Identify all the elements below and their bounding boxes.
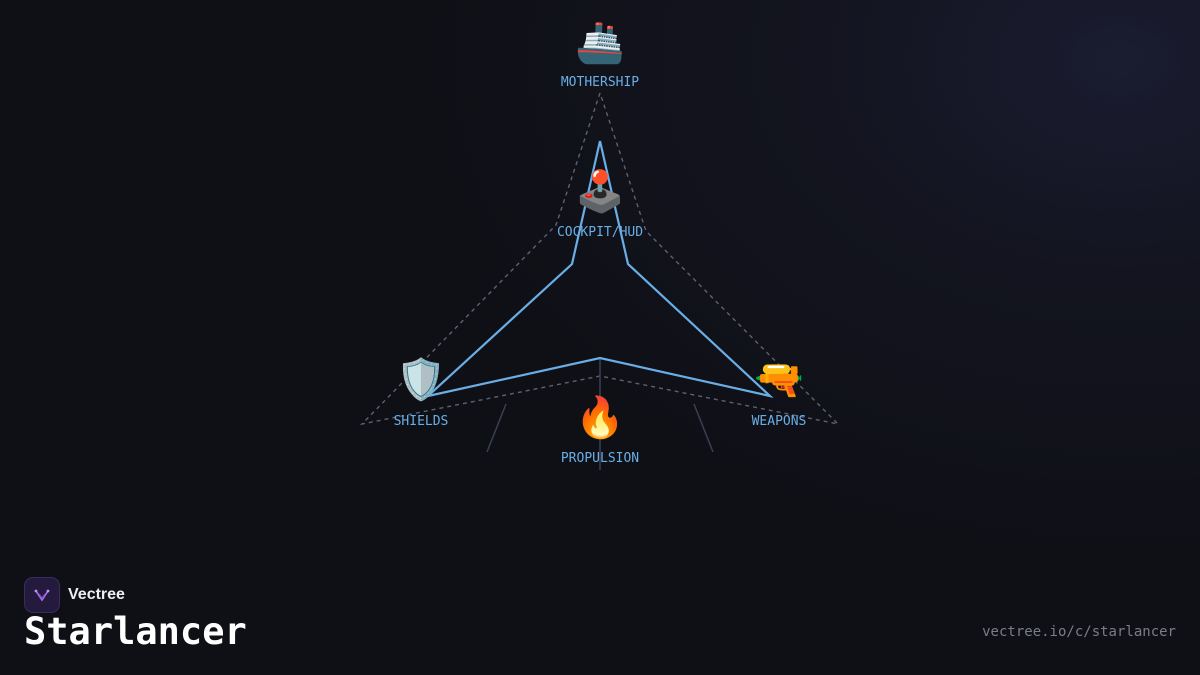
highlight-path — [424, 140, 774, 398]
node-label-cockpit: COCKPIT/HUD — [557, 225, 643, 240]
brand[interactable]: Vectree — [24, 577, 125, 613]
node-shields[interactable]: 🛡️ SHIELDS — [394, 356, 449, 429]
page-url[interactable]: vectree.io/c/starlancer — [982, 624, 1176, 640]
connector-shields-propulsion — [486, 403, 507, 453]
node-weapons[interactable]: 🔫 WEAPONS — [752, 357, 807, 429]
fire-icon: 🔥 — [575, 394, 625, 441]
page-title: Starlancer — [24, 610, 247, 653]
ship-icon: 🚢 — [575, 20, 625, 66]
node-mothership[interactable]: 🚢 MOTHERSHIP — [561, 20, 639, 90]
node-propulsion[interactable]: 🔥 PROPULSION — [561, 394, 639, 466]
node-cockpit[interactable]: 🕹️ COCKPIT/HUD — [557, 168, 643, 240]
connector-weapons-propulsion — [693, 403, 714, 453]
vectree-logo-icon — [24, 577, 60, 613]
node-label-weapons: WEAPONS — [752, 414, 807, 429]
brand-name: Vectree — [68, 586, 125, 603]
pistol-icon: 🔫 — [754, 357, 804, 403]
joystick-icon: 🕹️ — [575, 168, 625, 215]
shield-icon: 🛡️ — [396, 356, 446, 403]
node-label-propulsion: PROPULSION — [561, 451, 639, 466]
node-label-mothership: MOTHERSHIP — [561, 75, 639, 90]
node-label-shields: SHIELDS — [394, 414, 449, 429]
